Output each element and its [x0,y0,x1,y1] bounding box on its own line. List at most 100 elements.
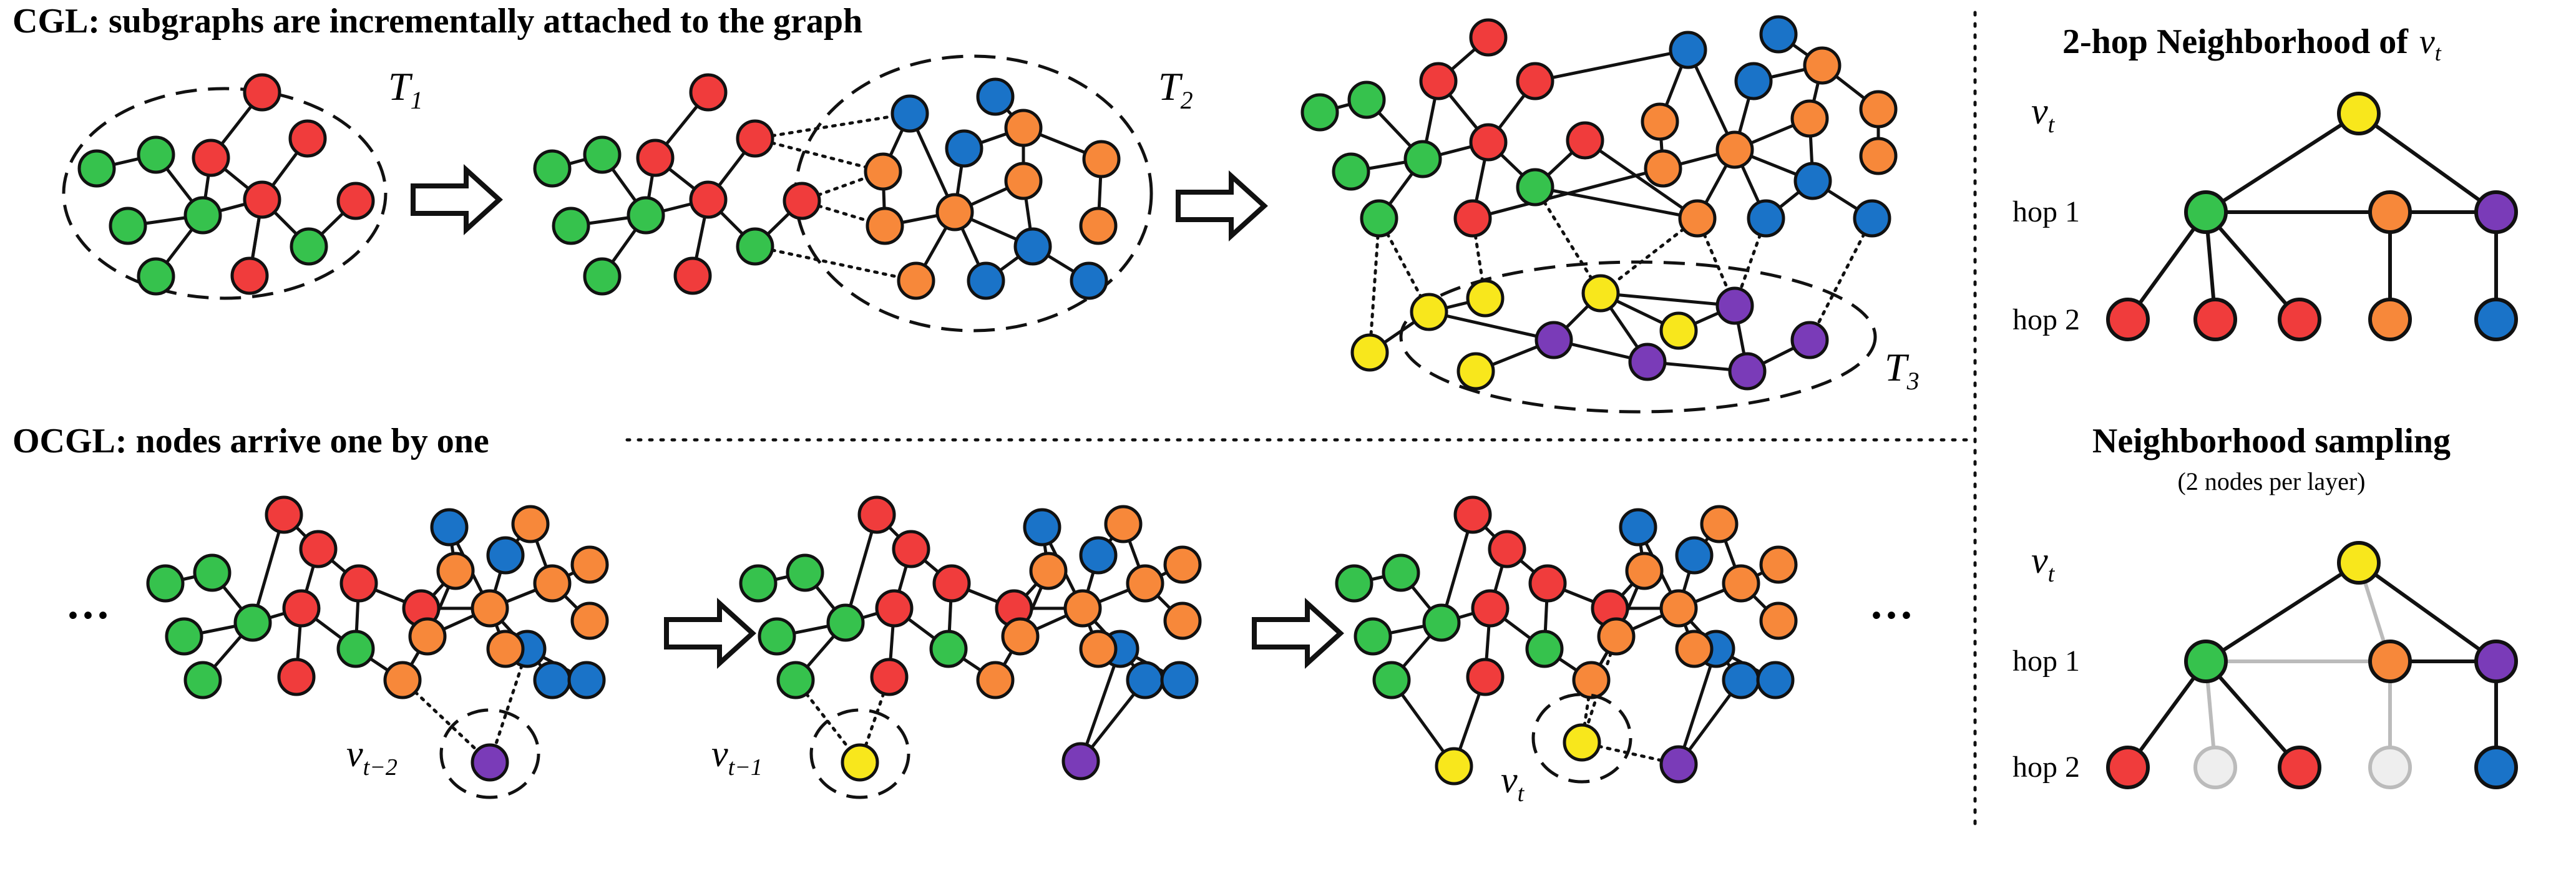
sp-row-hop2: hop 2 [2012,751,2080,784]
red-node [230,256,269,295]
p3-edge [1600,291,1735,308]
arrival-label-1: vt−2 [346,733,398,781]
red-node [2278,746,2321,789]
yellow-node [2337,92,2381,135]
green-node [826,603,865,642]
red-node [1488,530,1526,568]
ocgl-panel-1: vt−2 [146,495,609,799]
arrow-4 [1254,603,1340,663]
green-node [336,630,375,668]
yellow-node [1581,274,1620,313]
red-node [932,564,971,603]
sampling-panel: Neighborhood sampling (2 nodes per layer… [2012,422,2518,789]
green-node [1525,630,1564,668]
yellow-node [1350,333,1389,372]
green-node [1422,603,1461,642]
purple-node [2474,190,2518,234]
orange-node [511,505,550,543]
red-node [736,119,774,158]
nb-row-root: vt [2031,90,2056,138]
purple-node [1534,321,1573,359]
blue-node [430,508,469,547]
green-node [1516,168,1554,207]
sp-row-root: vt [2031,540,2056,587]
green-node [1347,80,1386,119]
arrival-boundary-3 [1531,693,1632,784]
green-node [533,149,572,188]
red-node [636,139,675,177]
orange-node [1675,630,1714,668]
task-label-3: T3 [1885,345,1920,395]
green-node [583,257,622,296]
blue-node [967,261,1005,300]
orange-node [1082,140,1121,178]
yellow-node [1563,723,1601,762]
orange-node [1715,130,1754,169]
blue-node [1722,661,1760,699]
red-node [299,530,338,568]
p3-edge [1428,310,1554,342]
orange-node [1722,564,1760,603]
blue-node [1013,227,1052,266]
blue-node [1734,62,1773,100]
nb-row-hop2: hop 2 [2012,303,2080,336]
red-node [243,180,281,219]
green-node [776,661,815,699]
red-node [1469,123,1508,162]
blue-node [1619,508,1657,547]
green-node [736,227,774,266]
green-node [1335,564,1373,603]
orange-node [1063,589,1102,628]
p3-edge [1472,148,1735,220]
purple-node [471,743,509,782]
orange-node [1597,617,1636,656]
orange-node [1004,162,1043,200]
p3-edge [1599,217,1699,295]
cgl-title: CGL: subgraphs are incrementally attache… [12,2,862,41]
yellow-node [1659,311,1698,350]
green-node [1332,152,1370,191]
blue-node [1023,508,1061,547]
orange-node [2368,298,2412,341]
green-node [109,207,147,245]
red-node [1516,62,1554,100]
orange-node [570,601,609,640]
orange-node [1641,102,1679,141]
orange-node [1790,99,1829,138]
cgl-panel-3: T3 [1300,15,1920,414]
nb-row-hop1: hop 1 [2012,195,2080,228]
yellow-node [1410,293,1448,331]
blue-node [1853,199,1891,238]
green-node [739,564,778,603]
orange-node [1644,149,1682,188]
red-node [1528,564,1567,603]
blue-node [976,77,1015,116]
orange-node [1104,505,1143,543]
orange-node [1678,199,1717,238]
green-node [1354,617,1392,656]
q2-edge [858,675,891,764]
red-node [689,180,728,219]
q2-edge [1079,648,1122,762]
red-node [857,495,896,534]
orange-node [1700,505,1739,543]
green-node [786,553,824,592]
green-node [552,207,590,245]
orange-node [1859,90,1898,129]
red-node [2106,298,2150,341]
red-node [336,182,375,220]
orange-node [1163,601,1202,640]
orange-node [1572,661,1611,699]
red-node [192,139,230,177]
orange-node [436,552,475,590]
p3-edge [1534,185,1698,220]
green-node [183,196,222,235]
r2-edge [2358,561,2497,663]
purple-node [1628,343,1667,381]
orange-node [1126,564,1164,603]
blue-node [1079,536,1118,575]
sp-row-hop1: hop 1 [2012,645,2080,678]
orange-node [1001,617,1040,656]
p3-edge [1584,139,1699,220]
